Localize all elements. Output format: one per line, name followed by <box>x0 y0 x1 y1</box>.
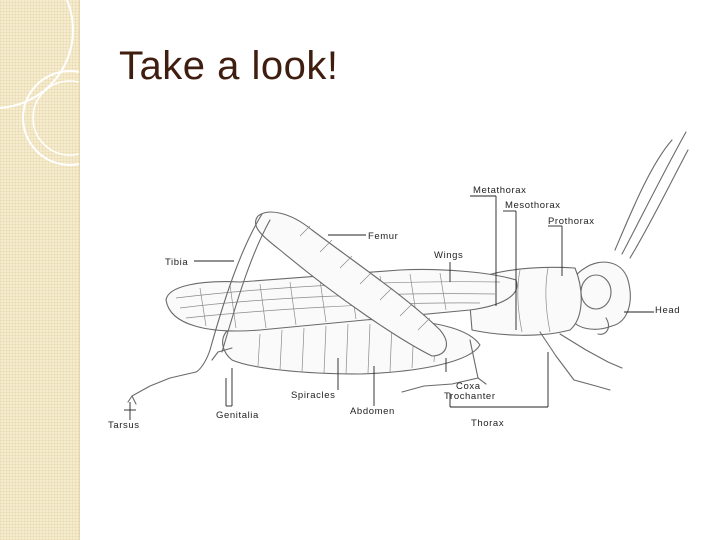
sidebar-circle-small <box>32 80 79 156</box>
label-femur: Femur <box>368 231 398 242</box>
diagram-labels: Metathorax Mesothorax Prothorax Femur Wi… <box>108 185 680 431</box>
label-tibia: Tibia <box>165 257 188 268</box>
label-head: Head <box>655 305 680 316</box>
label-trochanter: Trochanter <box>444 391 496 402</box>
label-wings: Wings <box>434 250 463 261</box>
sidebar-circles <box>0 0 79 166</box>
sidebar-circle-large <box>0 0 74 109</box>
label-thorax: Thorax <box>471 418 504 429</box>
leader-lines <box>124 195 654 420</box>
sidebar-circle-medium <box>22 70 79 166</box>
label-tarsus: Tarsus <box>108 420 140 431</box>
slide-title: Take a look! <box>119 44 339 88</box>
label-genitalia: Genitalia <box>216 410 259 421</box>
decorative-sidebar <box>0 0 79 540</box>
grasshopper-illustration <box>127 131 689 405</box>
label-mesothorax: Mesothorax <box>505 200 561 211</box>
label-coxa: Coxa <box>456 381 481 392</box>
label-prothorax: Prothorax <box>548 216 595 227</box>
label-abdomen: Abdomen <box>350 406 395 417</box>
label-spiracles: Spiracles <box>291 390 335 401</box>
sidebar-divider <box>79 0 80 540</box>
label-metathorax: Metathorax <box>473 185 527 196</box>
